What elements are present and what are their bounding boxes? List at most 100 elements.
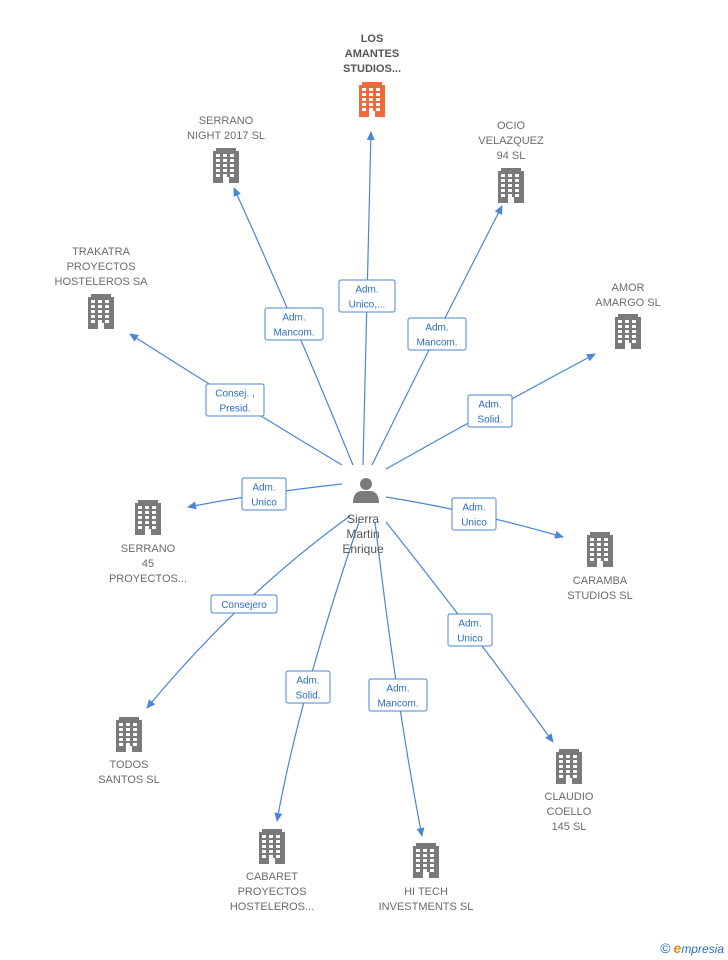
company-name-line: CABARET: [246, 871, 298, 883]
company-name-line: TRAKATRA: [72, 246, 131, 258]
edge-label-trakatra[interactable]: Consej. , Presid.: [205, 383, 265, 417]
company-name-line: OCIO: [497, 120, 526, 132]
edge-ocio-velazquez: Adm. Mancom.: [371, 205, 503, 466]
company-name-line: HOSTELEROS SA: [55, 276, 149, 288]
edge-label-text: Adm.: [478, 400, 501, 411]
edge-label-text: Unico: [457, 634, 483, 645]
edge-label-text: Adm.: [296, 676, 319, 687]
person-name-line: Sierra: [347, 512, 379, 526]
company-node-hi-tech[interactable]: HI TECH INVESTMENTS SL: [379, 843, 474, 913]
building-icon[interactable]: [359, 82, 385, 117]
building-icon[interactable]: [88, 294, 114, 329]
company-name-line: LOS: [361, 33, 384, 45]
edge-label-text: Solid.: [477, 415, 502, 426]
copyright-icon: ©: [660, 940, 671, 956]
edge-label-text: Consejero: [221, 600, 267, 611]
brand-logo-text: mpresia: [681, 942, 724, 956]
edge-label-los-amantes[interactable]: Adm. Unico,...: [338, 279, 396, 313]
company-name-line: CARAMBA: [573, 575, 628, 587]
company-node-serrano-45[interactable]: SERRANO45PROYECTOS...: [109, 500, 187, 585]
company-name-line: PROYECTOS: [238, 886, 307, 898]
company-name-line: INVESTMENTS SL: [379, 901, 474, 913]
building-icon[interactable]: [615, 314, 641, 349]
company-name-line: 94 SL: [497, 150, 526, 162]
company-node-trakatra[interactable]: TRAKATRA PROYECTOS HOSTELEROS SA: [55, 246, 149, 329]
brand-logo-initial: e: [673, 940, 682, 956]
company-name-line: STUDIOS...: [343, 63, 401, 75]
edge-label-hi-tech[interactable]: Adm. Mancom.: [368, 678, 428, 712]
edges-layer: Adm. Unico,... Adm. Mancom. Adm. Mancom. Conse…: [129, 131, 596, 837]
edge-caramba: Adm. Unico: [385, 496, 564, 539]
edge-los-amantes: Adm. Unico,...: [338, 131, 396, 466]
edge-hi-tech: Adm. Mancom.: [368, 521, 428, 837]
company-name-line: SANTOS SL: [98, 774, 160, 786]
company-name-line: CLAUDIO: [545, 791, 594, 803]
edge-cabaret: Adm. Solid.: [274, 521, 360, 822]
company-name-line: 45: [142, 558, 154, 570]
company-name-line: VELAZQUEZ: [478, 135, 544, 147]
company-name-line: SERRANO: [199, 115, 254, 127]
company-name-line: AMOR: [612, 282, 645, 294]
edge-label-text: Adm.: [282, 313, 305, 324]
company-node-cabaret[interactable]: CABARET PROYECTOS HOSTELEROS...: [230, 829, 314, 913]
company-node-amor-amargo[interactable]: AMOR AMARGO SL: [595, 282, 661, 349]
person-icon[interactable]: [353, 478, 379, 503]
company-name-line: AMARGO SL: [595, 297, 660, 309]
edge-label-todos-santos[interactable]: Consejero: [210, 594, 278, 614]
company-node-ocio-velazquez[interactable]: OCIO VELAZQUEZ 94 SL: [478, 120, 544, 203]
edge-label-cabaret[interactable]: Adm. Solid.: [285, 670, 331, 704]
building-icon[interactable]: [587, 532, 613, 567]
edge-label-text: Mancom.: [377, 699, 418, 710]
edge-claudio-coello: Adm. Unico: [385, 521, 554, 743]
edge-label-text: Adm.: [425, 323, 448, 334]
edge-label-serrano-night[interactable]: Adm. Mancom.: [264, 307, 324, 341]
edge-label-caramba[interactable]: Adm. Unico: [451, 497, 497, 531]
company-node-los-amantes[interactable]: LOSAMANTESSTUDIOS...: [343, 33, 401, 117]
company-node-caramba[interactable]: CARAMBA STUDIOS SL: [567, 532, 633, 602]
edge-serrano-night: Adm. Mancom.: [233, 187, 354, 466]
building-icon[interactable]: [259, 829, 285, 864]
company-name-line: PROYECTOS...: [109, 573, 187, 585]
edge-trakatra: Consej. , Presid.: [129, 333, 343, 466]
edge-label-text: Adm.: [355, 285, 378, 296]
building-icon[interactable]: [135, 500, 161, 535]
edge-todos-santos: Consejero: [146, 515, 351, 709]
edge-label-text: Adm.: [252, 483, 275, 494]
edge-label-text: Unico: [461, 518, 487, 529]
edge-label-amor-amargo[interactable]: Adm. Solid.: [467, 394, 513, 428]
building-icon[interactable]: [556, 749, 582, 784]
company-name-line: STUDIOS SL: [567, 590, 632, 602]
edge-serrano-45: Adm. Unico: [187, 477, 343, 511]
edge-label-text: Unico: [251, 498, 277, 509]
edge-label-text: Mancom.: [416, 338, 457, 349]
building-icon[interactable]: [116, 717, 142, 752]
edge-label-claudio-coello[interactable]: Adm. Unico: [447, 613, 493, 647]
company-name-line: PROYECTOS: [67, 261, 136, 273]
edge-label-text: Unico,...: [349, 300, 386, 311]
edge-label-text: Solid.: [295, 691, 320, 702]
person-name-line: Enrique: [342, 542, 384, 556]
edge-label-serrano-45[interactable]: Adm. Unico: [241, 477, 287, 511]
building-icon[interactable]: [213, 148, 239, 183]
edge-label-text: Adm.: [458, 619, 481, 630]
edge-label-text: Adm.: [386, 684, 409, 695]
edge-label-text: Consej. ,: [215, 389, 254, 400]
edge-label-text: Mancom.: [273, 328, 314, 339]
edge-label-text: Adm.: [462, 503, 485, 514]
edge-amor-amargo: Adm. Solid.: [385, 353, 596, 470]
company-name-line: HOSTELEROS...: [230, 901, 314, 913]
person-name-line: Martin: [346, 527, 379, 541]
brand-footer: ©empresia: [660, 940, 724, 956]
company-name-line: COELLO: [547, 806, 592, 818]
edge-label-text: Presid.: [219, 404, 250, 415]
edge-label-ocio-velazquez[interactable]: Adm. Mancom.: [407, 317, 467, 351]
building-icon[interactable]: [498, 168, 524, 203]
company-name-line: HI TECH: [404, 886, 448, 898]
building-icon[interactable]: [413, 843, 439, 878]
